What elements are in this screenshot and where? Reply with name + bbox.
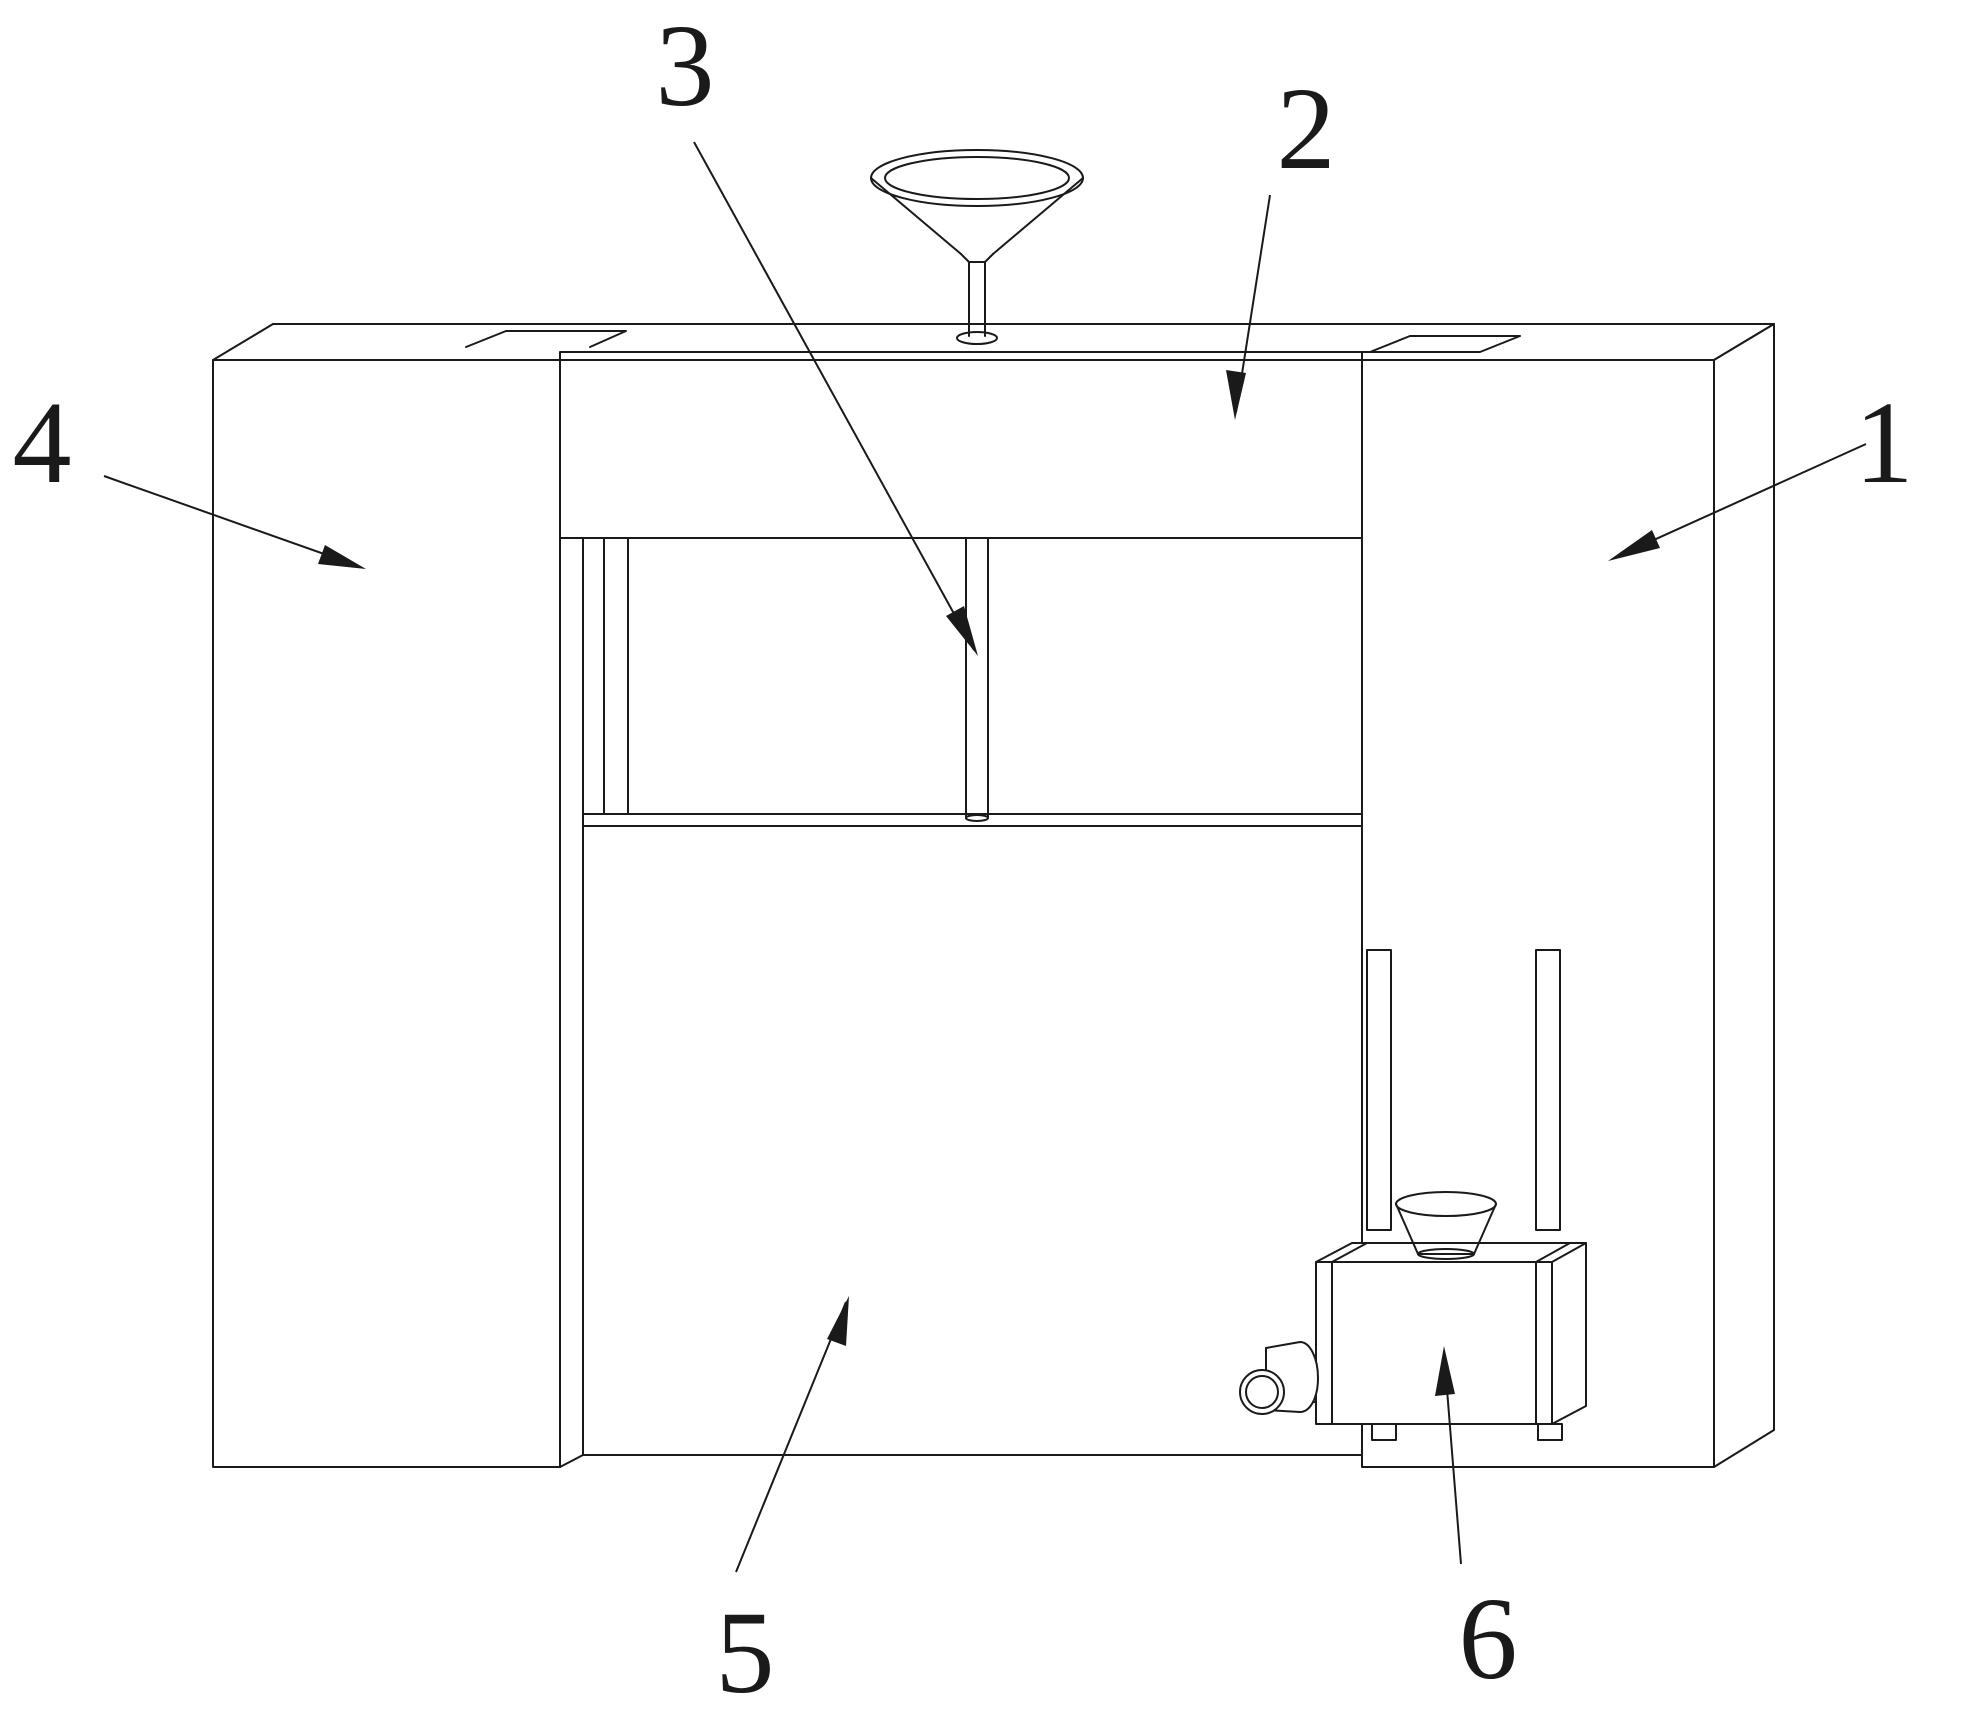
arrowhead-1: [1608, 530, 1660, 561]
callout-6: 6: [1459, 1573, 1518, 1704]
leader-4: [103, 475, 359, 567]
arrowhead-5: [827, 1296, 849, 1346]
inner-frame: [582, 537, 1363, 1456]
upper-crossbeam: [559, 351, 1363, 539]
callout-5: 5: [716, 1587, 775, 1718]
callout-2: 2: [1277, 63, 1336, 194]
arrowhead-6: [1435, 1346, 1455, 1396]
top-funnel: [870, 149, 1084, 345]
left-column: [212, 359, 584, 1468]
callout-1: 1: [1855, 377, 1914, 508]
arrowhead-4: [318, 545, 366, 569]
callout-3: 3: [656, 0, 715, 131]
leader-3: [693, 141, 975, 651]
small-device: [1239, 949, 1587, 1441]
right-column: [1361, 323, 1775, 1468]
leader-5: [735, 1301, 847, 1573]
callout-labels: 1 2 3 4 5 6: [13, 0, 1914, 1718]
leader-lines: [103, 141, 1867, 1573]
callout-4: 4: [13, 377, 72, 508]
arrowhead-2: [1226, 370, 1246, 420]
arrowhead-3: [946, 606, 978, 656]
